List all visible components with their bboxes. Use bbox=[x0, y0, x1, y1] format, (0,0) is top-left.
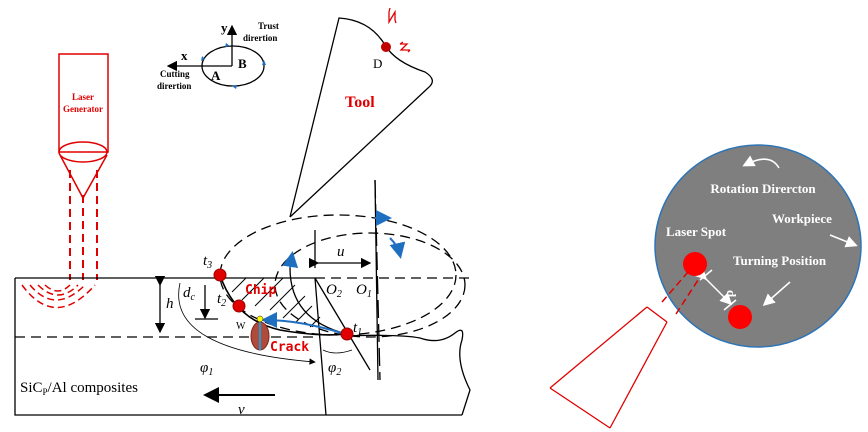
point-t1 bbox=[340, 327, 354, 341]
phi2-label: φ2 bbox=[328, 360, 341, 378]
tool-label: Tool bbox=[345, 94, 375, 111]
coordinate-system bbox=[166, 24, 266, 89]
point-d-label: D bbox=[373, 56, 382, 71]
laser-spot-label: Laser Spot bbox=[666, 224, 727, 239]
cutting-label-2: dirertion bbox=[157, 81, 191, 91]
laser-label-1: Laser bbox=[72, 92, 94, 102]
chip-label: Chip bbox=[245, 283, 276, 298]
h-label: h bbox=[166, 296, 174, 312]
crack-label: Crack bbox=[270, 340, 309, 355]
point-b-label: B bbox=[238, 56, 247, 71]
workpiece-section bbox=[14, 179, 475, 416]
point-a-label: A bbox=[211, 68, 221, 83]
t2-label: t2 bbox=[217, 291, 226, 309]
x-axis-label: x bbox=[181, 48, 188, 63]
distance-d-label: d bbox=[724, 290, 739, 298]
point-t3 bbox=[213, 268, 227, 282]
motion-arrows bbox=[261, 210, 406, 335]
y-axis-label: y bbox=[221, 20, 228, 35]
laser-generator bbox=[21, 53, 109, 309]
point-t2 bbox=[232, 299, 246, 313]
laser-label-2: Generator bbox=[63, 104, 103, 114]
dc-label: dc bbox=[183, 285, 196, 303]
rotation-label: Rotation Dirercton bbox=[710, 181, 816, 196]
turning-position-label: Turning Position bbox=[733, 253, 827, 268]
workpiece-view bbox=[549, 144, 862, 429]
o2-label: O2 bbox=[326, 282, 342, 300]
velocity-label: v bbox=[238, 402, 245, 418]
material-label: SiCP/Al composites bbox=[20, 380, 138, 397]
w-label: W bbox=[236, 321, 246, 332]
phi1-label: φ1 bbox=[200, 360, 213, 378]
workpiece-label: Workpiece bbox=[772, 211, 832, 226]
point-w bbox=[256, 315, 264, 323]
thrust-label-1: Trust bbox=[258, 21, 279, 31]
u-label: u bbox=[337, 244, 345, 260]
t1-label: t1 bbox=[353, 320, 362, 338]
cutting-label-1: Cutting bbox=[160, 69, 190, 79]
o1-label: O1 bbox=[356, 282, 372, 300]
thrust-label-2: dirertion bbox=[243, 33, 277, 43]
t3-label: t3 bbox=[203, 253, 212, 271]
tool bbox=[289, 7, 433, 218]
